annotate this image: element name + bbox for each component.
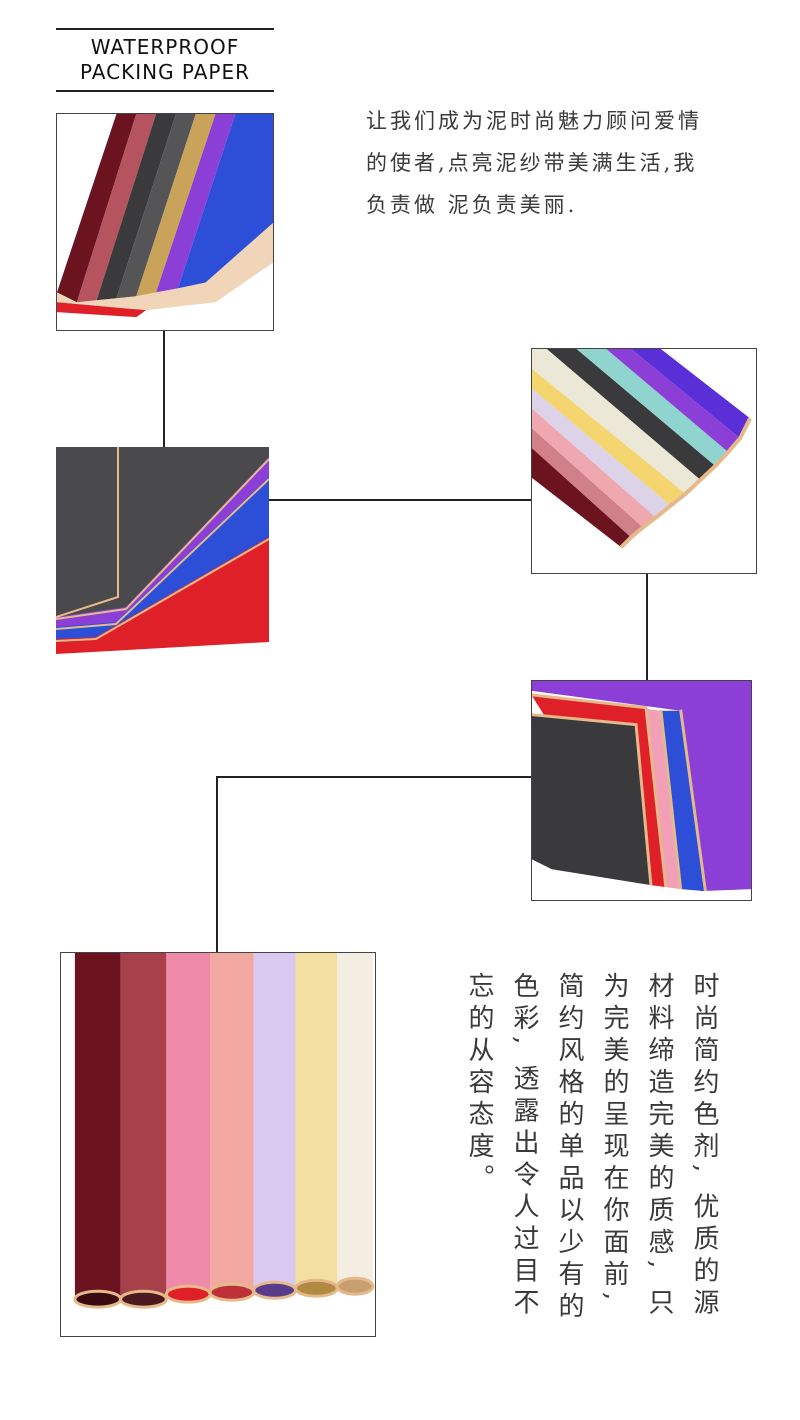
- product-photo-rolls-diagonal: [56, 113, 274, 331]
- vertical-paragraph: 时尚简约色剂, 优质的源材料缔造完美的质感, 只为完美的呈现在你面前, 简约风格…: [464, 972, 719, 1324]
- product-photo-rolls-stacked: [531, 348, 757, 574]
- product-photo-sheets-fanned: [56, 447, 269, 654]
- connector-line-5: [216, 776, 218, 952]
- connector-line-3: [646, 573, 648, 681]
- connector-line-4: [216, 776, 532, 778]
- vertical-paragraph-container: 时尚简约色剂, 优质的源材料缔造完美的质感, 只为完美的呈现在你面前, 简约风格…: [464, 972, 726, 1372]
- intro-line-2: 的使者,点亮泥纱带美满生活,我: [366, 151, 698, 175]
- intro-paragraph: 让我们成为泥时尚魅力顾问爱情 的使者,点亮泥纱带美满生活,我 负责做 泥负责美丽…: [366, 100, 786, 226]
- title-line-1: WATERPROOF: [90, 35, 240, 59]
- intro-line-1: 让我们成为泥时尚魅力顾问爱情: [366, 109, 702, 133]
- connector-line-2: [268, 499, 532, 501]
- page-title: WATERPROOF PACKING PAPER: [56, 28, 274, 92]
- product-photo-sheets-curled: [531, 680, 752, 901]
- product-photo-rolls-vertical: [60, 952, 376, 1337]
- intro-line-3: 负责做 泥负责美丽.: [366, 193, 578, 217]
- title-line-2: PACKING PAPER: [80, 60, 250, 84]
- connector-line-1: [163, 330, 165, 448]
